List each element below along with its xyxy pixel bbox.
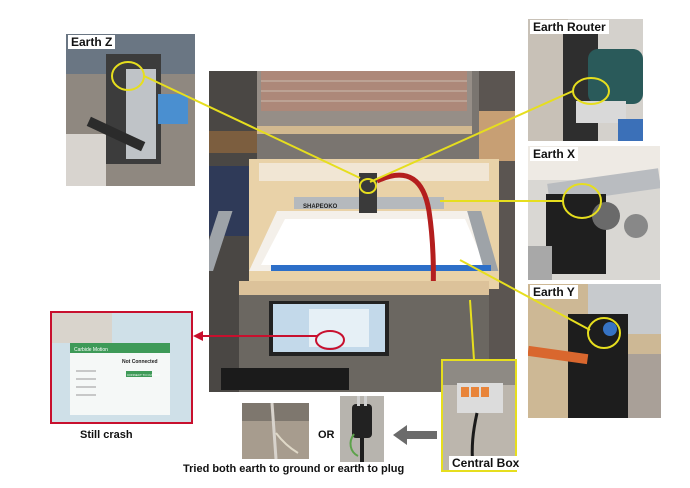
label-central-box: Central Box xyxy=(449,456,523,470)
plug-photo xyxy=(340,396,384,462)
connector-crash-arrowhead xyxy=(193,331,203,341)
earth-router-photo xyxy=(528,19,643,141)
screen-status: Not Connected xyxy=(122,359,158,365)
label-earth-router: Earth Router xyxy=(530,20,609,34)
caption-still-crash: Still crash xyxy=(80,429,133,441)
caption-tried: Tried both earth to ground or earth to p… xyxy=(183,463,405,475)
label-earth-y: Earth Y xyxy=(530,285,578,299)
ground-photo xyxy=(242,403,309,459)
machine-brand: SHAPEOKO xyxy=(303,204,338,210)
central-box-photo xyxy=(441,359,517,472)
screen-window-title: Carbide Motion xyxy=(74,347,108,353)
screen-connect-button: CONNECT TO CUTTER xyxy=(127,373,161,377)
earth-z-photo xyxy=(66,34,195,186)
caption-or: OR xyxy=(318,429,335,441)
screen-crash-photo: Carbide Motion Not Connected CONNECT TO … xyxy=(50,311,193,424)
arrow-left-icon xyxy=(393,425,437,445)
main-machine-photo: SHAPEOKO xyxy=(209,71,515,392)
earth-y-photo xyxy=(528,284,661,418)
earth-x-photo xyxy=(528,146,660,280)
label-earth-x: Earth X xyxy=(530,147,579,161)
label-earth-z: Earth Z xyxy=(68,35,116,49)
